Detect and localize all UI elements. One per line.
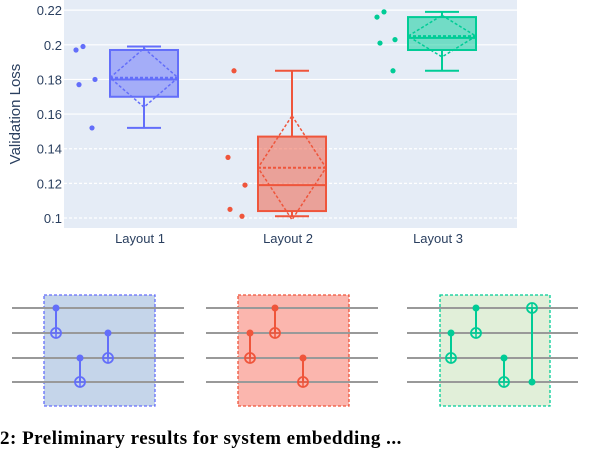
- data-point: [239, 213, 245, 219]
- box-2[interactable]: [225, 68, 327, 222]
- control-dot-icon: [52, 304, 60, 312]
- data-point: [73, 47, 79, 53]
- x-tick-label: Layout 3: [413, 231, 463, 246]
- circuit-block: [43, 294, 156, 407]
- circuit-1: [12, 294, 184, 407]
- y-tick-label: 0.16: [37, 107, 62, 122]
- x-tick-label: Layout 2: [263, 231, 313, 246]
- y-tick-label: 0.14: [37, 142, 62, 157]
- circuit-block: [237, 294, 350, 407]
- cnot-gate: [297, 354, 309, 388]
- data-point: [76, 82, 82, 88]
- x-tick-label: Layout 1: [115, 231, 165, 246]
- data-point: [377, 40, 383, 46]
- data-point: [392, 37, 398, 43]
- data-point: [381, 9, 387, 15]
- y-tick-label: 0.1: [44, 211, 62, 226]
- circuit-diagrams: [12, 294, 578, 407]
- cnot-gate: [269, 304, 281, 339]
- control-dot-icon: [246, 329, 254, 337]
- data-point: [92, 76, 98, 83]
- control-dot-icon: [528, 378, 536, 386]
- control-dot-icon: [104, 329, 112, 337]
- cnot-gate: [470, 304, 482, 339]
- control-dot-icon: [271, 304, 279, 312]
- y-tick-label: 0.22: [37, 3, 62, 18]
- figure-caption: 2: Preliminary results for system embedd…: [0, 428, 402, 449]
- cnot-gate: [102, 329, 114, 364]
- data-point: [227, 206, 233, 212]
- control-dot-icon: [500, 354, 508, 362]
- cnot-gate: [74, 354, 86, 388]
- cnot-gate: [445, 329, 457, 364]
- control-dot-icon: [76, 354, 84, 362]
- data-point: [390, 68, 396, 74]
- box-3[interactable]: [374, 9, 478, 74]
- data-point: [89, 125, 95, 131]
- cnot-gate: [244, 329, 256, 364]
- control-dot-icon: [299, 354, 307, 362]
- control-dot-icon: [447, 329, 455, 337]
- box-1[interactable]: [73, 43, 180, 131]
- control-dot-icon: [472, 304, 480, 312]
- y-axis-label: Validation Loss: [7, 64, 24, 165]
- data-point: [242, 182, 248, 188]
- cnot-gate: [526, 302, 538, 386]
- circuit-block: [439, 294, 551, 407]
- data-point: [374, 14, 380, 20]
- data-point: [231, 68, 237, 74]
- cnot-gate: [498, 354, 510, 388]
- circuit-3: [407, 294, 578, 407]
- y-tick-label: 0.18: [37, 72, 62, 87]
- cnot-gate: [50, 304, 62, 339]
- circuit-2: [206, 294, 378, 407]
- data-point: [225, 154, 231, 160]
- y-tick-label: 0.2: [44, 38, 62, 53]
- data-point: [80, 43, 86, 50]
- y-tick-label: 0.12: [37, 176, 62, 191]
